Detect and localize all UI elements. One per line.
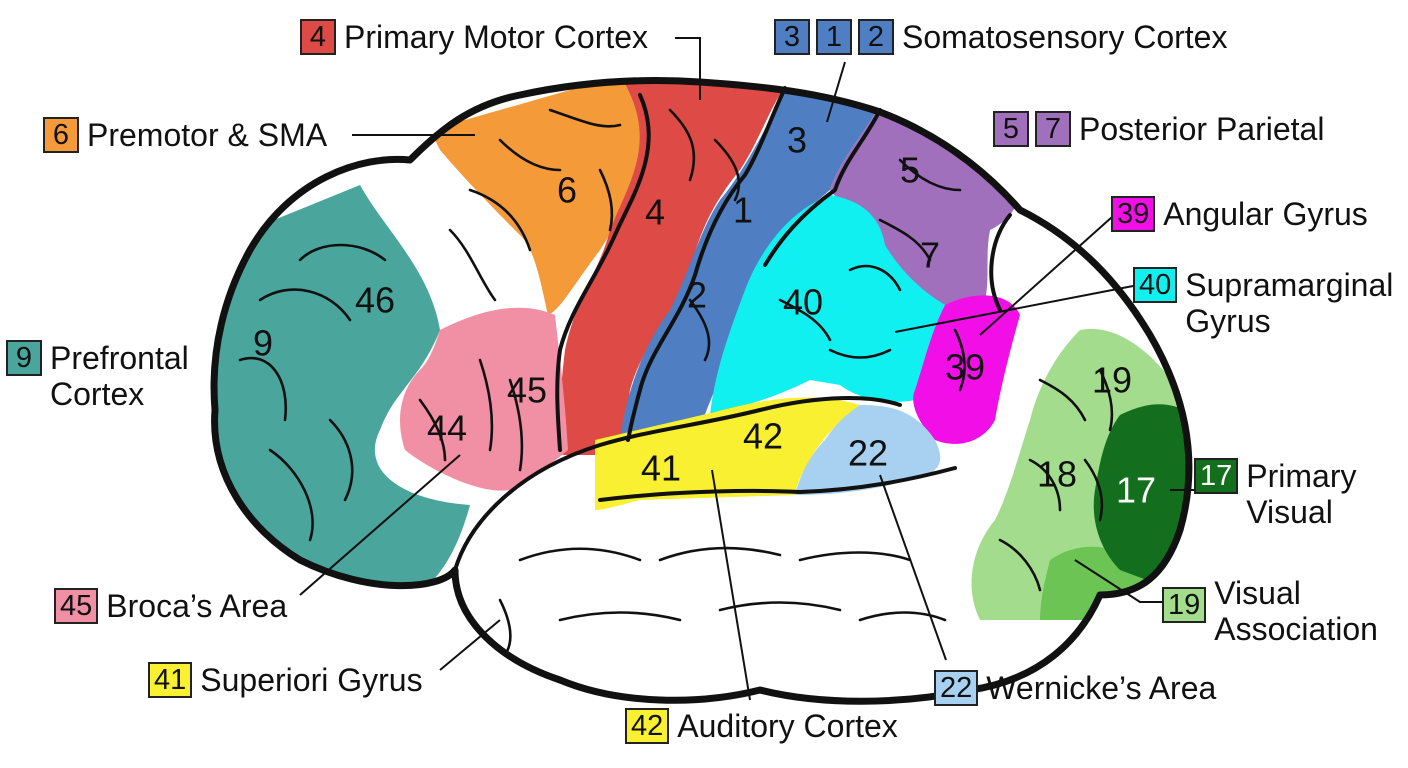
badge-45: 45 (54, 588, 99, 624)
badge-7: 7 (1035, 111, 1071, 147)
label-visual-association: 19 Visual Association (1162, 575, 1378, 647)
label-text: Superiori Gyrus (200, 662, 423, 698)
label-posterior-parietal: 5 7 Posterior Parietal (993, 111, 1324, 147)
region-number-7: 7 (920, 235, 940, 276)
badge-17: 17 (1194, 458, 1239, 494)
brain-outline (210, 77, 1193, 705)
central-sulcus (626, 86, 787, 442)
label-text: Posterior Parietal (1079, 111, 1325, 147)
region-somatosensory (620, 80, 880, 440)
label-supramarginal-gyrus: 40 Supramarginal Gyrus (1133, 267, 1393, 339)
region-wernicke (795, 405, 941, 495)
cortical-folds (238, 108, 1114, 657)
badge-39: 39 (1111, 196, 1156, 232)
posterior-parietal-badges: 5 7 (993, 111, 1071, 147)
region-number-22: 22 (848, 433, 888, 474)
badge-4: 4 (300, 19, 336, 55)
sylvian-fissure (453, 396, 902, 572)
label-text: Premotor & SMA (87, 117, 328, 153)
region-number-46: 46 (355, 280, 395, 321)
label-angular-gyrus: 39 Angular Gyrus (1111, 196, 1368, 232)
somatosensory-badges: 3 1 2 (774, 19, 894, 55)
label-primary-motor-cortex: 4 Primary Motor Cortex (300, 19, 648, 55)
badge-40: 40 (1133, 267, 1178, 303)
label-somatosensory-cortex: 3 1 2 Somatosensory Cortex (774, 19, 1227, 55)
broca-badges: 45 (54, 588, 99, 624)
badge-3: 3 (774, 19, 810, 55)
motor-badges: 4 (300, 19, 336, 55)
region-number-41: 41 (641, 448, 681, 489)
region-number-2: 2 (687, 275, 707, 316)
precentral-sulcus (555, 93, 651, 452)
badge-42: 42 (625, 708, 670, 744)
region-number-1: 1 (733, 190, 753, 231)
region-number-40: 40 (783, 282, 823, 323)
visual-association-badges: 19 (1162, 575, 1207, 623)
region-premotor (430, 80, 646, 315)
label-prefrontal-cortex: 9 Prefrontal Cortex (6, 340, 189, 412)
badge-6: 6 (43, 117, 79, 153)
label-text: Wernicke’s Area (986, 670, 1217, 706)
postcentral-sulcus (763, 108, 882, 267)
region-number-42: 42 (743, 416, 783, 457)
badge-9: 9 (6, 340, 42, 376)
badge-2: 2 (858, 19, 894, 55)
badge-22: 22 (934, 670, 979, 706)
region-motor (555, 80, 790, 455)
region-number-45: 45 (507, 370, 547, 411)
badge-5: 5 (993, 111, 1029, 147)
label-brocas-area: 45 Broca’s Area (54, 588, 287, 624)
label-text: Prefrontal Cortex (50, 340, 189, 412)
region-number-19: 19 (1092, 360, 1132, 401)
parieto-occipital-sulcus (989, 213, 1012, 312)
region-numbers: 46 9 6 4 3 1 2 5 7 40 39 44 45 41 42 22 … (253, 120, 1156, 511)
label-text: Broca’s Area (106, 588, 288, 624)
premotor-badges: 6 (43, 117, 79, 153)
region-supramarginal (710, 195, 945, 415)
supramarginal-badges: 40 (1133, 267, 1178, 303)
badge-19: 19 (1162, 587, 1207, 623)
label-text: Auditory Cortex (677, 708, 898, 744)
primary-visual-badges: 17 (1194, 458, 1239, 494)
label-text: Primary Motor Cortex (344, 19, 649, 55)
angular-badges: 39 (1111, 196, 1156, 232)
label-primary-visual: 17 Primary Visual (1194, 458, 1356, 530)
region-number-44: 44 (427, 408, 467, 449)
prefrontal-badges: 9 (6, 340, 42, 376)
label-wernickes-area: 22 Wernicke’s Area (934, 670, 1216, 706)
auditory-badges: 42 (625, 708, 670, 744)
label-text: Angular Gyrus (1163, 196, 1368, 232)
region-number-9: 9 (253, 323, 273, 364)
badge-41: 41 (148, 662, 193, 698)
region-number-18: 18 (1037, 454, 1077, 495)
region-primary-auditory (595, 397, 860, 510)
temporal-sulcus (598, 466, 957, 502)
region-number-4: 4 (645, 192, 665, 233)
region-number-6: 6 (557, 170, 577, 211)
region-number-39: 39 (945, 347, 985, 388)
label-text: Somatosensory Cortex (902, 19, 1228, 55)
label-text: Visual Association (1214, 575, 1378, 647)
region-number-17: 17 (1116, 470, 1156, 511)
region-number-3: 3 (787, 120, 807, 161)
label-auditory-cortex: 42 Auditory Cortex (625, 708, 898, 744)
badge-1: 1 (816, 19, 852, 55)
label-text: Supramarginal Gyrus (1185, 267, 1394, 339)
region-angular (913, 295, 1020, 444)
wernicke-badges: 22 (934, 670, 979, 706)
label-premotor-sma: 6 Premotor & SMA (43, 117, 327, 153)
superior-gyrus-badges: 41 (148, 662, 193, 698)
label-superiori-gyrus: 41 Superiori Gyrus (148, 662, 423, 698)
label-text: Primary Visual (1246, 458, 1357, 530)
region-prefrontal (214, 185, 470, 610)
region-number-5: 5 (900, 150, 920, 191)
leader-lines (299, 37, 1195, 701)
